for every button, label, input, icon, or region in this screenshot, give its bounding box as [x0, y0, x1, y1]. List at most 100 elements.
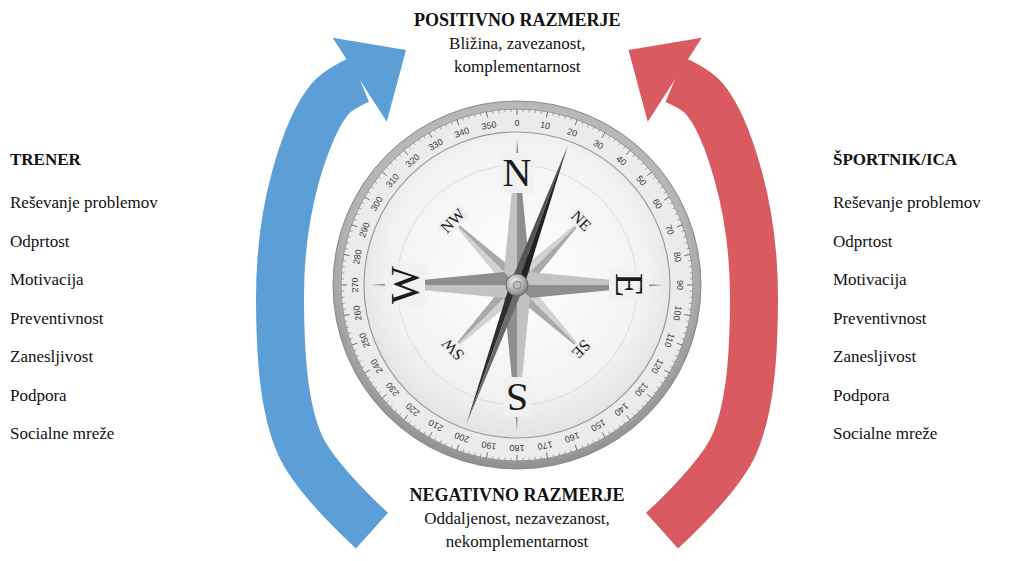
degree-tick: [386, 167, 388, 169]
degree-tick: [409, 146, 411, 148]
degree-tick: [685, 242, 688, 244]
degree-tick: [468, 451, 470, 454]
degree-tick: [424, 136, 426, 139]
degree-tick: [675, 213, 678, 214]
degree-tick: [468, 116, 470, 119]
degree-tick: [614, 428, 616, 430]
degree-tick: [683, 236, 686, 238]
direction-letter: N: [500, 153, 535, 193]
degree-number: 190: [481, 439, 497, 450]
degree-tick: [672, 208, 675, 209]
degree-tick: [675, 355, 678, 356]
degree-tick: [670, 202, 673, 203]
degree-tick: [341, 297, 344, 298]
list-item: Reševanje problemov: [833, 184, 981, 223]
degree-tick: [504, 109, 505, 112]
degree-tick: [504, 458, 505, 461]
list-item: Motivacija: [10, 261, 158, 300]
degree-tick: [690, 278, 693, 279]
degree-tick: [637, 409, 639, 411]
degree-tick: [354, 219, 357, 220]
degree-tick: [440, 127, 441, 130]
degree-tick: [564, 451, 566, 454]
degree-tick: [348, 236, 351, 238]
degree-tick: [682, 230, 685, 232]
degree-tick: [399, 154, 401, 156]
degree-tick: [587, 443, 588, 446]
degree-tick: [647, 394, 652, 398]
degree-tick: [359, 361, 362, 362]
degree-tick: [362, 202, 365, 203]
heading: NEGATIVNO RAZMERJE: [402, 483, 632, 507]
description: Oddaljenost, nezavezanost, nekomplementa…: [402, 507, 632, 553]
degree-tick: [690, 291, 693, 292]
degree-tick: [682, 338, 685, 340]
degree-tick: [670, 366, 673, 367]
degree-tick: [341, 291, 344, 292]
degree-tick: [474, 114, 476, 117]
degree-tick: [626, 150, 630, 155]
needle-pin: [513, 281, 521, 289]
degree-tick: [690, 272, 693, 273]
list-item: Socialne mreže: [10, 415, 158, 454]
degree-tick: [657, 182, 659, 184]
degree-tick: [598, 130, 599, 133]
degree-tick: [480, 454, 482, 457]
degree-tick: [492, 111, 493, 114]
description: Bližina, zavezanost, komplementarnost: [417, 32, 617, 78]
degree-tick: [362, 366, 365, 367]
degree-tick: [440, 440, 441, 443]
degree-tick: [371, 382, 373, 384]
degree-tick: [688, 260, 691, 261]
list-item: Podpora: [10, 377, 158, 416]
degree-tick: [624, 421, 626, 423]
degree-tick: [359, 208, 362, 209]
degree-tick: [356, 355, 359, 356]
list-item: Preventivnost: [833, 300, 981, 339]
degree-tick: [688, 309, 691, 310]
degree-tick: [409, 421, 411, 423]
degree-tick: [602, 133, 605, 138]
degree-tick: [558, 453, 560, 456]
degree-tick: [457, 445, 459, 451]
degree-tick: [390, 405, 392, 407]
degree-tick: [510, 458, 511, 461]
degree-tick: [445, 443, 446, 446]
degree-tick: [660, 382, 662, 384]
degree-tick: [529, 458, 530, 461]
degree-tick: [386, 401, 388, 403]
degree-tick: [646, 167, 648, 169]
degree-tick: [619, 143, 621, 145]
degree-tick: [498, 457, 499, 460]
list-item: Podpora: [833, 377, 981, 416]
degree-tick: [345, 248, 348, 250]
compass-rim: [333, 101, 701, 469]
degree-tick: [434, 130, 435, 133]
degree-number: 260: [352, 305, 363, 321]
degree-tick: [382, 394, 387, 398]
degree-tick: [686, 320, 689, 322]
degree-tick: [404, 150, 408, 155]
degree-tick: [352, 225, 358, 227]
arrow-head: [629, 38, 702, 122]
degree-tick: [346, 242, 349, 244]
degree-number: 170: [537, 439, 553, 450]
list-item: Reševanje problemov: [10, 184, 158, 223]
degree-tick: [637, 158, 639, 160]
degree-tick: [419, 139, 421, 141]
degree-tick: [582, 445, 583, 448]
degree-tick: [552, 113, 554, 116]
degree-tick: [474, 453, 476, 456]
degree-tick: [547, 452, 548, 458]
degree-tick: [683, 332, 686, 334]
degree-tick: [395, 158, 397, 160]
degree-tick: [686, 248, 689, 250]
degree-ring: [341, 109, 693, 461]
degree-tick: [371, 187, 373, 189]
degree-tick: [664, 197, 669, 200]
degree-number: 180: [509, 443, 524, 452]
direction-letter: W: [385, 263, 425, 307]
degree-number: 280: [352, 249, 363, 265]
degree-tick: [343, 309, 346, 310]
